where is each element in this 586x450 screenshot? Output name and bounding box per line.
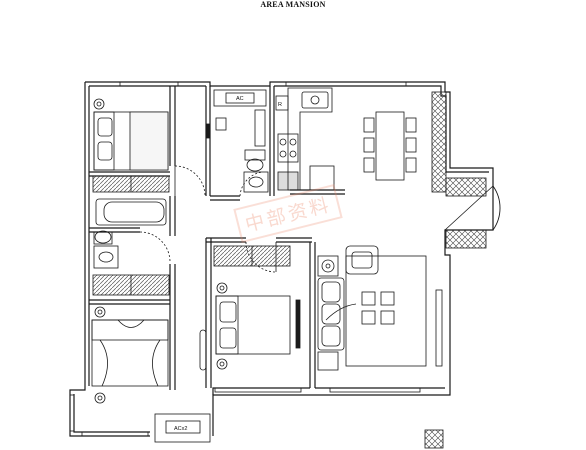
- bedroom-2-furniture: [91, 274, 170, 404]
- living-room-furniture: [317, 245, 427, 371]
- kitchen-fixtures: [275, 87, 335, 191]
- ac-label-bottom: ACx2: [174, 426, 187, 432]
- bedroom-1-furniture: [92, 98, 170, 193]
- ac-label-top: AC: [236, 96, 244, 102]
- windows: [69, 81, 487, 437]
- dining-table: [363, 111, 417, 181]
- wardrobe-1: [92, 175, 170, 193]
- plan-title: AREA MANSION: [260, 0, 326, 9]
- wardrobe-3: [213, 245, 291, 267]
- interior-walls: [89, 86, 345, 390]
- bedroom-3-furniture: [199, 245, 301, 371]
- fridge-label: R: [278, 102, 282, 108]
- bathroom-1-fixtures: [93, 198, 167, 269]
- wardrobe-2: [92, 274, 170, 296]
- ac-units: [154, 413, 444, 449]
- bathroom-2-fixtures: [205, 89, 269, 193]
